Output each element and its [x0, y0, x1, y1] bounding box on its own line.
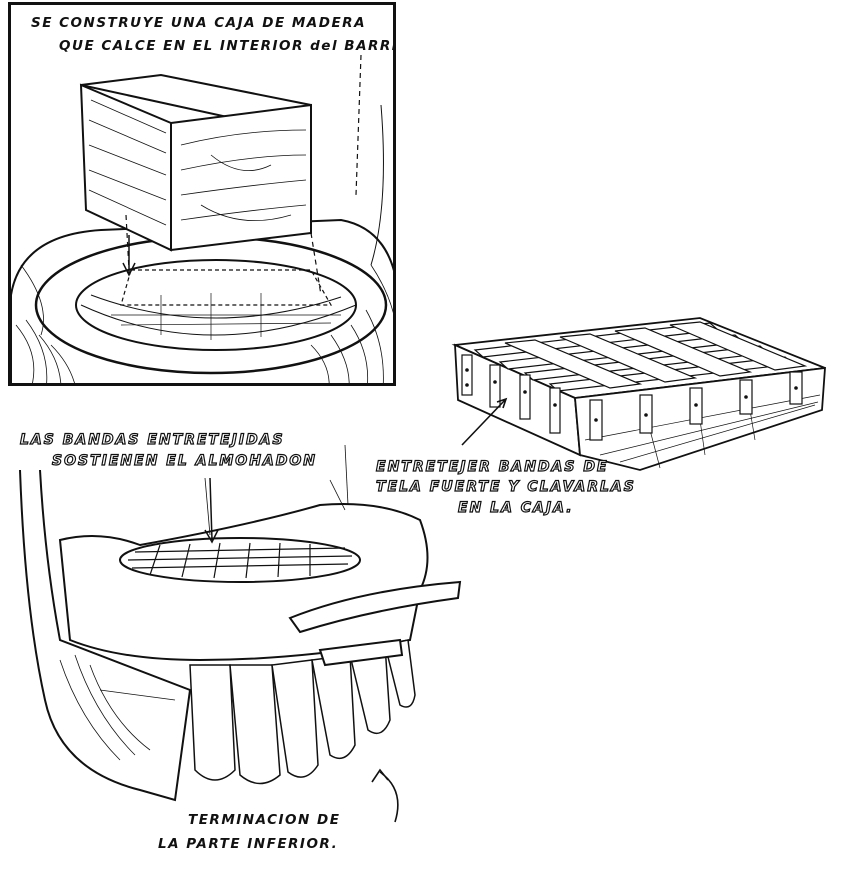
wooden-box-drawing [79, 73, 312, 252]
box-caption-line1: SE CONSTRUYE UNA CAJA DE MADERA [31, 15, 367, 31]
barrel-drawing [11, 218, 393, 383]
pointer-arrow-icon [461, 397, 508, 446]
box-caption-line2: QUE CALCE EN EL INTERIOR del BARRIL. [59, 38, 396, 54]
box-and-barrel-panel: SE CONSTRUYE UNA CAJA DE MADERA QUE CALC… [8, 2, 396, 386]
bottom-caption-line2: LA PARTE INFERIOR. [158, 836, 339, 852]
down-arrow-icon [122, 235, 136, 277]
down-arrow-bands-icon [204, 477, 219, 544]
bottom-caption-line1: TERMINACION DE [188, 812, 341, 828]
weave-caption-line1: ENTRETEJER BANDAS DE [375, 458, 609, 475]
box-and-barrel-illustration [11, 54, 393, 383]
edge-line [370, 104, 384, 266]
weave-caption-line3: EN LA CAJA. [457, 499, 574, 516]
bands-caption-line2: SOSTIENEN EL ALMOHADON [51, 452, 317, 469]
curved-arrow-bottom-icon [371, 768, 399, 823]
bands-caption-line1: LAS BANDAS ENTRETEJIDAS [19, 431, 285, 448]
chair-seat-drawing [19, 444, 462, 802]
woven-box-drawing [451, 317, 826, 471]
weave-caption-line2: TELA FUERTE Y CLAVARLAS [375, 478, 636, 495]
